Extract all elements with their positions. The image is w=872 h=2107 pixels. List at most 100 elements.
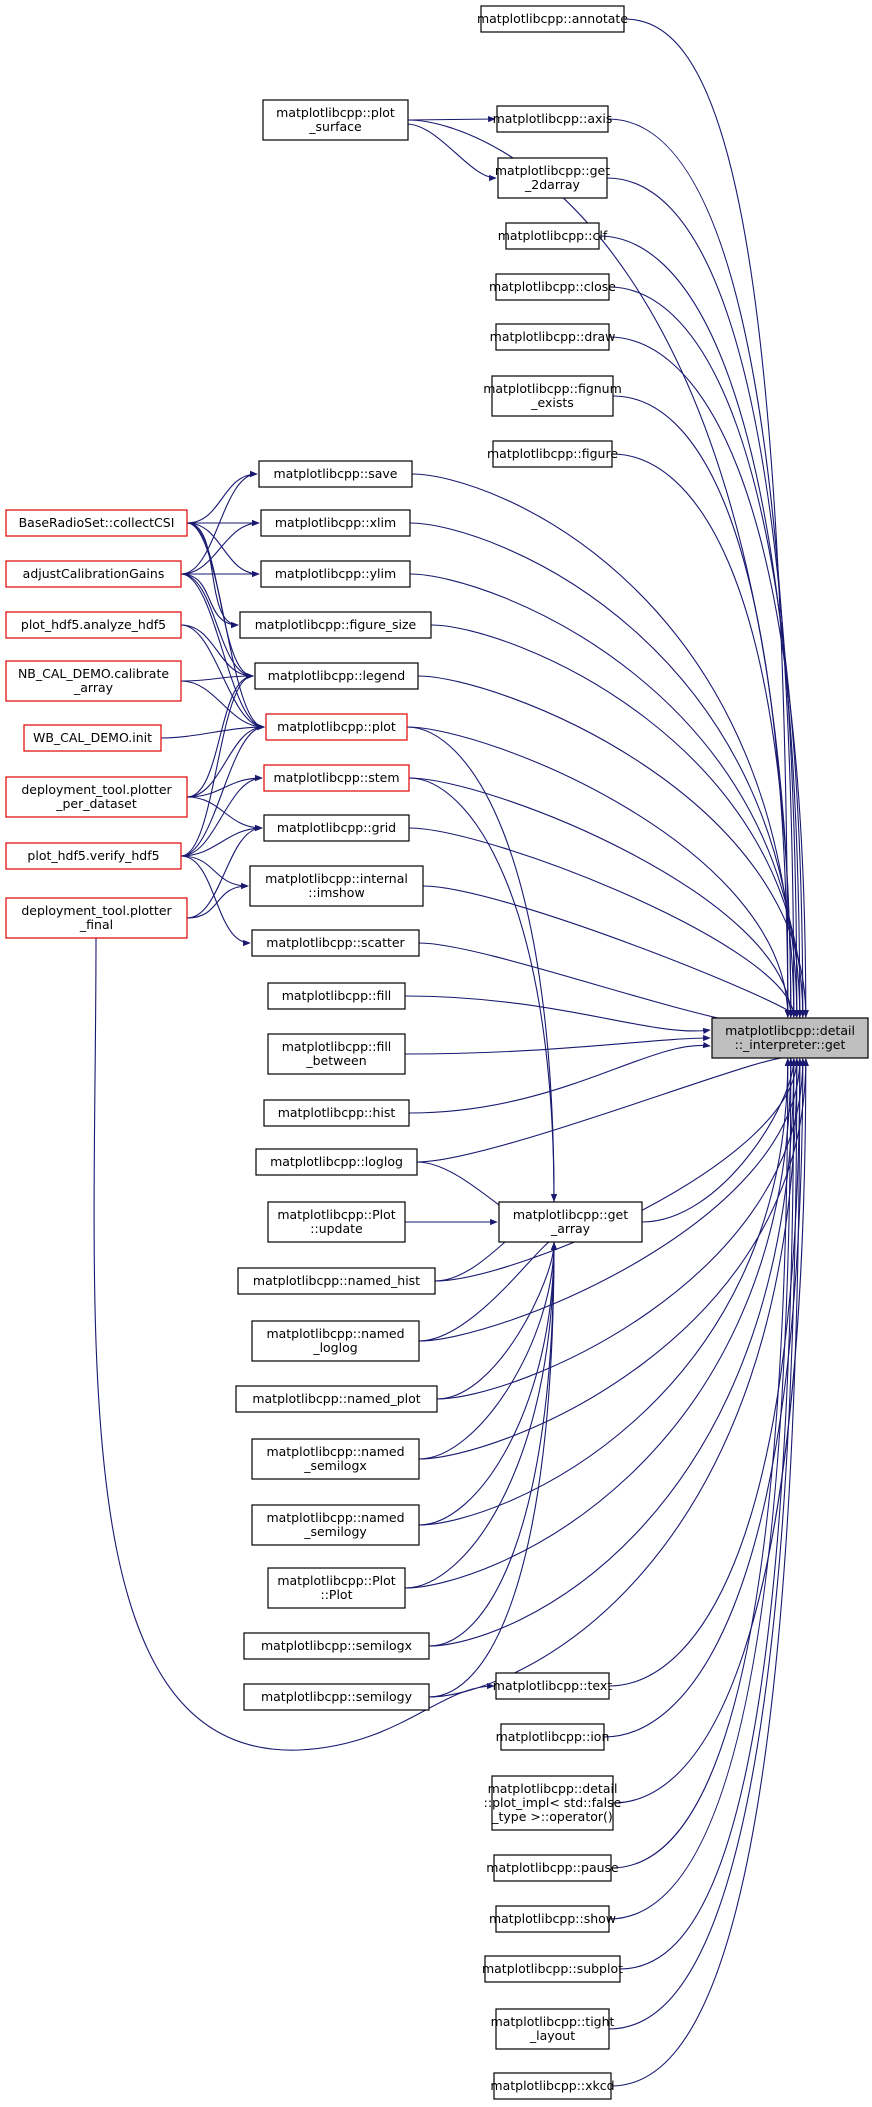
node-named-loglog[interactable]: matplotlibcpp::named_loglog [251, 1320, 420, 1362]
node-plotter-final[interactable]: deployment_tool.plotter_final [5, 897, 188, 939]
edge-xkcd-to-target [610, 1058, 803, 2087]
node-label: _final [79, 917, 113, 932]
edge-plot-surface-to-axis [407, 115, 496, 123]
node-xlim[interactable]: matplotlibcpp::xlim [260, 509, 411, 537]
edge-xlim-to-target [409, 522, 800, 1018]
edge-loglog-to-target [416, 1052, 794, 1163]
node-label: ::plot_impl< std::false [484, 1795, 622, 1810]
edge-named_semilogx-to-get-array [418, 1242, 558, 1460]
node-adjustCal[interactable]: adjustCalibrationGains [5, 560, 182, 588]
node-scatter[interactable]: matplotlibcpp::scatter [251, 929, 420, 957]
node-semilogy[interactable]: matplotlibcpp::semilogy [243, 1683, 430, 1711]
edge-figure_size-to-target [430, 624, 806, 1018]
node-axis[interactable]: matplotlibcpp::axis [493, 105, 613, 133]
node-box [5, 560, 182, 588]
edge-show-to-target [608, 1058, 794, 1920]
node-verify-hdf5[interactable]: plot_hdf5.verify_hdf5 [5, 842, 182, 870]
edge-ion-to-target [603, 1058, 806, 1738]
node-target[interactable]: matplotlibcpp::detail::_interpreter::get [711, 1017, 869, 1059]
edge-subplot-to-target [619, 1058, 797, 1970]
node-close[interactable]: matplotlibcpp::close [489, 273, 616, 301]
node-collectCSI[interactable]: BaseRadioSet::collectCSI [5, 509, 188, 537]
node-label: _between [305, 1053, 366, 1068]
node-plotter-per-dataset[interactable]: deployment_tool.plotter_per_dataset [5, 776, 188, 818]
node-label: matplotlibcpp::tight [491, 2014, 615, 2029]
node-label: ::Plot [321, 1587, 353, 1602]
node-plot-impl[interactable]: matplotlibcpp::detail::plot_impl< std::f… [484, 1775, 622, 1831]
node-named-plot[interactable]: matplotlibcpp::named_plot [235, 1385, 438, 1413]
node-text[interactable]: matplotlibcpp::text [493, 1672, 613, 1700]
edge-annotate-to-target [623, 18, 791, 1018]
node-fill-between[interactable]: matplotlibcpp::fill_between [267, 1033, 406, 1075]
edge-fill_between-to-target [404, 1034, 711, 1055]
node-plot-plot[interactable]: matplotlibcpp::Plot::Plot [267, 1567, 406, 1609]
edge-legend-to-target [417, 675, 809, 1018]
node-box [263, 814, 410, 842]
edge-close-to-target [608, 286, 806, 1018]
node-hist[interactable]: matplotlibcpp::hist [263, 1099, 410, 1127]
node-fill[interactable]: matplotlibcpp::fill [267, 982, 406, 1010]
node-figure[interactable]: matplotlibcpp::figure [487, 440, 618, 468]
node-tight-layout[interactable]: matplotlibcpp::tight_layout [491, 2008, 615, 2050]
node-label: _surface [308, 119, 362, 134]
node-xkcd[interactable]: matplotlibcpp::xkcd [490, 2072, 615, 2100]
edge-verify_hdf5-to-stem [180, 774, 263, 857]
node-plot-surface[interactable]: matplotlibcpp::plot_surface [262, 99, 409, 141]
edge-fignum_exists-to-target [612, 395, 791, 1018]
node-draw[interactable]: matplotlibcpp::draw [490, 323, 616, 351]
node-wb-cal[interactable]: WB_CAL_DEMO.init [23, 724, 162, 752]
edge-verify_hdf5-to-grid [180, 824, 263, 857]
edge-nb_cal-to-plot [180, 680, 265, 731]
edge-figure-to-target [611, 453, 794, 1018]
node-box [495, 1672, 610, 1700]
node-subplot[interactable]: matplotlibcpp::subplot [482, 1955, 623, 1983]
node-pause[interactable]: matplotlibcpp::pause [486, 1854, 619, 1882]
node-plot-update[interactable]: matplotlibcpp::Plot::update [267, 1201, 406, 1243]
edge-stem-to-target [408, 777, 794, 1018]
node-plot[interactable]: matplotlibcpp::plot [265, 713, 408, 741]
node-fignum-exists[interactable]: matplotlibcpp::fignum_exists [483, 375, 622, 417]
node-label: matplotlibcpp::xlim [275, 515, 396, 530]
node-label: matplotlibcpp::close [489, 279, 616, 294]
node-box [263, 764, 410, 792]
edge-clf-to-target [598, 235, 803, 1018]
node-label: matplotlibcpp::axis [493, 111, 613, 126]
node-named-hist[interactable]: matplotlibcpp::named_hist [237, 1267, 436, 1295]
node-box [263, 1099, 410, 1127]
node-imshow[interactable]: matplotlibcpp::internal::imshow [249, 865, 424, 907]
node-grid[interactable]: matplotlibcpp::grid [263, 814, 410, 842]
node-label: matplotlibcpp::fill [282, 1039, 392, 1054]
node-figure-size[interactable]: matplotlibcpp::figure_size [239, 611, 432, 639]
node-save[interactable]: matplotlibcpp::save [258, 460, 413, 488]
node-stem[interactable]: matplotlibcpp::stem [263, 764, 410, 792]
node-named-semilogy[interactable]: matplotlibcpp::named_semilogy [251, 1504, 420, 1546]
node-label: matplotlibcpp::Plot [277, 1573, 395, 1588]
node-label: plot_hdf5.analyze_hdf5 [21, 617, 166, 632]
edge-plot-to-target [406, 726, 791, 1018]
node-label: matplotlibcpp::named [266, 1510, 404, 1525]
node-get-array[interactable]: matplotlibcpp::get_array [498, 1201, 643, 1243]
node-box [251, 1504, 420, 1546]
node-label: matplotlibcpp::plot [276, 105, 395, 120]
edge-text-to-target [608, 1058, 803, 1687]
edge-stem-to-get-array [408, 777, 558, 1202]
node-analyze-hdf5[interactable]: plot_hdf5.analyze_hdf5 [5, 611, 182, 639]
node-ylim[interactable]: matplotlibcpp::ylim [260, 560, 411, 588]
node-annotate[interactable]: matplotlibcpp::annotate [477, 5, 628, 33]
node-box [500, 1723, 605, 1751]
node-label: matplotlibcpp::ion [496, 1729, 610, 1744]
edge-adjustCal-to-legend [180, 573, 254, 680]
node-loglog[interactable]: matplotlibcpp::loglog [255, 1148, 418, 1176]
node-show[interactable]: matplotlibcpp::show [489, 1905, 616, 1933]
node-clf[interactable]: matplotlibcpp::clf [498, 222, 608, 250]
node-nb-cal[interactable]: NB_CAL_DEMO.calibrate_array [5, 660, 182, 702]
node-semilogx[interactable]: matplotlibcpp::semilogx [243, 1632, 430, 1660]
edge-semilogx-to-target [428, 1058, 797, 1647]
node-label: matplotlibcpp::get [495, 163, 610, 178]
node-box [251, 929, 420, 957]
node-box [260, 509, 411, 537]
node-get-2darray[interactable]: matplotlibcpp::get_2darray [495, 157, 610, 199]
node-named-semilogx[interactable]: matplotlibcpp::named_semilogx [251, 1438, 420, 1480]
node-ion[interactable]: matplotlibcpp::ion [496, 1723, 610, 1751]
node-legend[interactable]: matplotlibcpp::legend [254, 662, 419, 690]
